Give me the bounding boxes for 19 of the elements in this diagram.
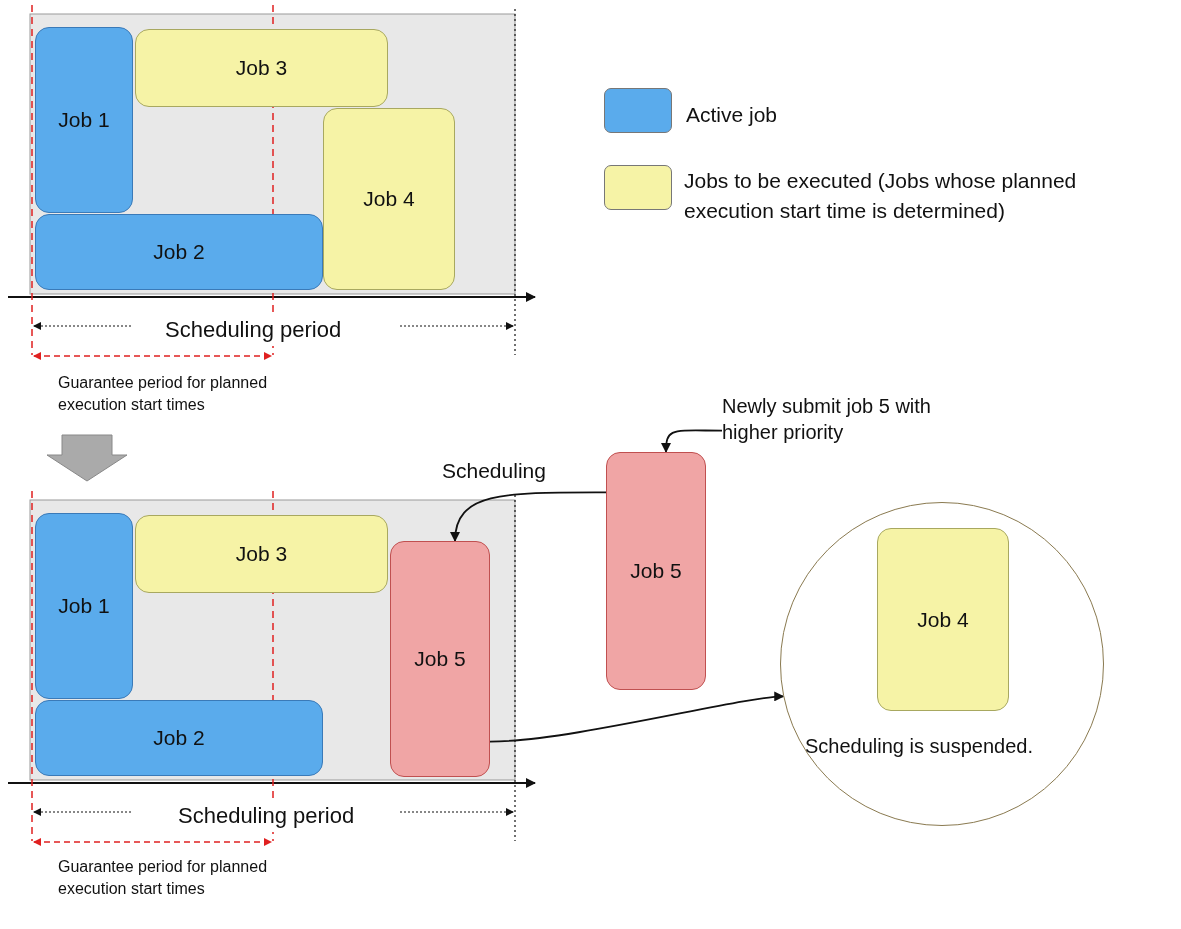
arrow	[661, 429, 723, 453]
period-label: Scheduling period	[165, 315, 342, 346]
note-text: Newly submit job 5 with higher priority	[722, 390, 972, 448]
job-block: Job 2	[35, 700, 323, 776]
legend-text: Active job	[686, 102, 778, 128]
job-block: Job 2	[35, 214, 323, 290]
arrow	[450, 491, 607, 542]
job-block: Job 3	[135, 29, 388, 107]
arrow	[489, 692, 785, 743]
job-block: Job 5	[606, 452, 706, 690]
job-block: Job 4	[323, 108, 455, 290]
job-block: Job 4	[877, 528, 1009, 711]
job-block: Job 3	[135, 515, 388, 593]
period-label: Scheduling period	[178, 801, 355, 832]
legend-text: Jobs to be executed (Jobs whose planned execution start time is determined)	[684, 168, 1078, 225]
circle-caption: Scheduling is suspended.	[805, 735, 1033, 758]
job-block: Job 1	[35, 27, 133, 213]
job-block: Job 5	[390, 541, 490, 777]
job-block: Job 1	[35, 513, 133, 699]
